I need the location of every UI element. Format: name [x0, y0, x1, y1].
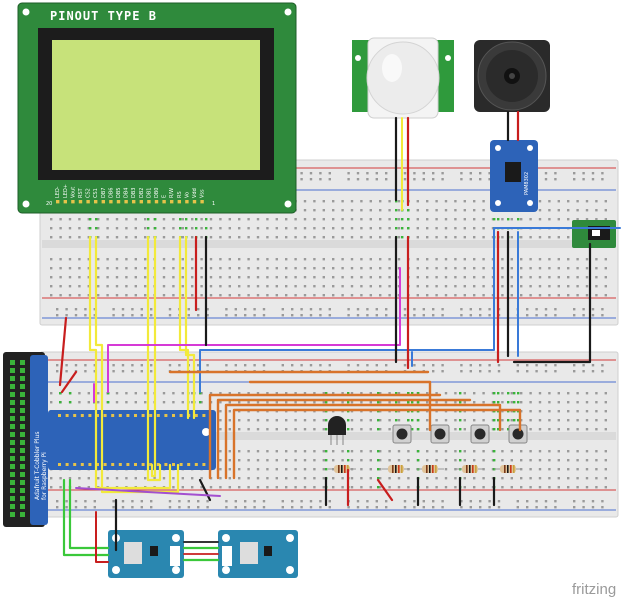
- resistor: [456, 465, 484, 473]
- wires: [58, 110, 621, 563]
- lcd-pin-label: CS1: [93, 188, 99, 198]
- lcd-pin-label: LED+: [63, 184, 69, 198]
- lcd-pin-label: DB0: [154, 188, 160, 198]
- grove-module-right: [218, 530, 298, 578]
- amp-label: PAM8302: [524, 172, 530, 195]
- lcd-title: PINOUT TYPE B: [50, 9, 157, 23]
- orange-wires: [168, 370, 522, 480]
- resistors: [328, 465, 522, 473]
- lcd-pin-label: LED-: [55, 186, 61, 198]
- lcd-pin-label: Vo: [184, 192, 190, 198]
- black-wires: [114, 110, 592, 552]
- lcd-pin-label: DB3: [131, 188, 137, 198]
- grove-module-left: [108, 530, 184, 578]
- lcd-pin-label: Vdd: [192, 188, 198, 198]
- pir-dome: [366, 41, 440, 115]
- switch-board: [572, 220, 616, 248]
- lcd-pin-label: RST: [78, 187, 84, 198]
- lcd-pin-label: E: [162, 195, 168, 198]
- push-button: [508, 424, 528, 444]
- yellow-wires: [88, 235, 196, 494]
- resistor: [494, 465, 522, 473]
- resistor: [382, 465, 410, 473]
- lcd-screen: [52, 40, 260, 170]
- lcd-pin-label: Vss: [200, 189, 206, 198]
- cobbler-name: Adafruit T-Cobbler Plus: [34, 432, 41, 501]
- t-cobbler-plus: Adafruit T-Cobbler Plus for Raspberry Pi: [30, 355, 216, 525]
- resistor: [416, 465, 444, 473]
- lcd-pin-label: Vout: [70, 187, 76, 198]
- push-buttons: [392, 424, 528, 444]
- push-button: [392, 424, 412, 444]
- lcd-pin-first: 20: [46, 201, 52, 207]
- lcd-pin-label: DB4: [124, 188, 130, 198]
- red-wires: [58, 110, 520, 507]
- amp-board: PAM8302: [490, 140, 538, 212]
- pir-sensor: [352, 37, 454, 119]
- transistor: [328, 416, 346, 445]
- lcd-pin-label: CS2: [86, 188, 92, 198]
- lcd-pin-label: DB7: [101, 188, 107, 198]
- lcd-pin-label: DB5: [116, 188, 122, 198]
- magenta-wire: [107, 267, 401, 393]
- lcd-pin-last: 1: [212, 201, 215, 207]
- push-button: [470, 424, 490, 444]
- lcd-pin-label: R/W: [169, 188, 175, 198]
- lcd-pin-label: RS: [177, 191, 183, 198]
- blue-wire-amp: [199, 227, 621, 393]
- adafruit-logo-icon: [202, 428, 210, 436]
- lcd-pin-label: DB2: [139, 188, 145, 198]
- cobbler-subtitle: for Raspberry Pi: [41, 452, 48, 500]
- push-button: [430, 424, 450, 444]
- speaker: [474, 40, 550, 112]
- fritzing-watermark: fritzing: [572, 581, 616, 598]
- lcd-pin-label: DB1: [146, 188, 152, 198]
- lcd-pin-label: DB6: [108, 188, 114, 198]
